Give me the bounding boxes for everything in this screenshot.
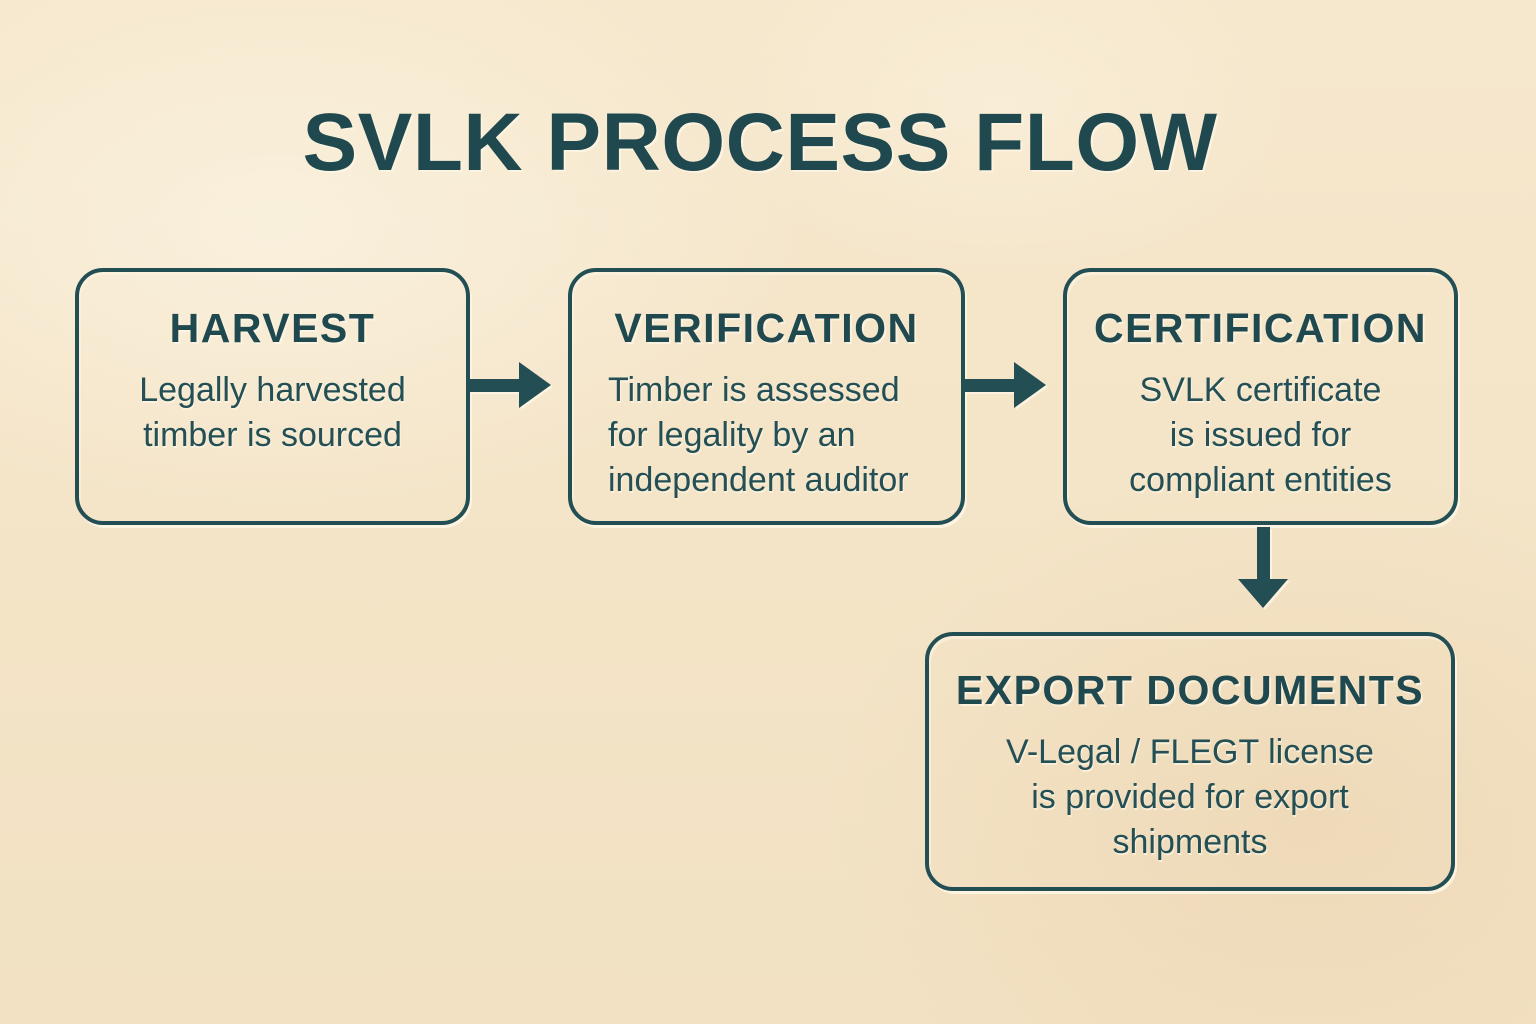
arrow-down-icon: [1238, 527, 1288, 608]
process-box-export-documents: EXPORT DOCUMENTS V-Legal / FLEGT license…: [925, 632, 1455, 891]
box-heading-certification: CERTIFICATION: [1093, 305, 1428, 351]
arrow-right-icon: [965, 362, 1046, 408]
process-box-harvest: HARVEST Legally harvested timber is sour…: [75, 268, 470, 525]
box-body-harvest: Legally harvested timber is sourced: [139, 371, 406, 454]
arrow-right-icon: [470, 362, 551, 408]
box-heading-harvest: HARVEST: [169, 305, 376, 351]
process-box-verification: VERIFICATION Timber is assessed for lega…: [568, 268, 965, 525]
box-heading-verification: VERIFICATION: [614, 305, 919, 351]
page-title: SVLK PROCESS FLOW: [302, 97, 1218, 188]
box-body-certification: SVLK certificate is issued for compliant…: [1129, 371, 1392, 499]
box-body-verification: Timber is assessed for legality by an in…: [608, 371, 909, 499]
box-body-export-documents: V-Legal / FLEGT license is provided for …: [1006, 733, 1374, 861]
box-heading-export-documents: EXPORT DOCUMENTS: [955, 667, 1425, 713]
process-box-certification: CERTIFICATION SVLK certificate is issued…: [1063, 268, 1458, 525]
